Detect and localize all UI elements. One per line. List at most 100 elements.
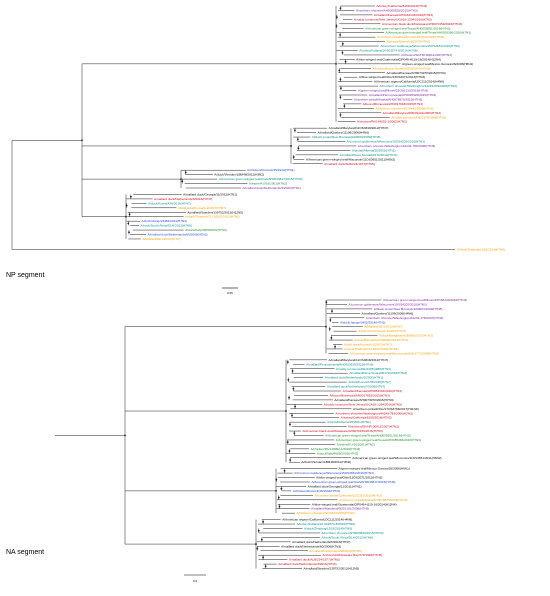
leaf-label: A/pintail/Alberta/18/2007(H7N3) (386, 40, 430, 44)
leaf-label: A/duck/Italy/4669/2003(H7N3) (317, 451, 358, 455)
tree-node (339, 7, 342, 10)
np-segment-title: NP segment (6, 272, 44, 279)
leaf-label: A/mallard duck/ALB/224/1977(H7N5) (324, 162, 375, 166)
leaf-label: A/mallard duck/ALB/224/1977(H7N5) (289, 558, 340, 562)
leaf-label: A/turkey/California/6199/2016(H7N3) (341, 416, 392, 420)
leaf-label: A/duck/Vietnam/LBM48/2011(H3N2) (301, 460, 351, 464)
leaf-label: A/Mallard/SE/1/2013(H7N7) (364, 325, 402, 329)
tree-node (291, 370, 294, 372)
tree-node (125, 215, 127, 218)
leaf-label: A/mallard/Kansas/AH0073070/2015(H7N3) (334, 398, 393, 402)
tree-node (280, 487, 283, 490)
leaf-label: A/mallard/Maryland/11OS3818/2012(H7N7) (329, 126, 389, 130)
leaf-label: A/mallard/Kansas/AH0073070/2015(H7N3) (386, 71, 445, 75)
tree-node (124, 434, 126, 437)
tree-node (291, 414, 293, 417)
tree-node (286, 361, 289, 363)
tree-node (335, 62, 337, 65)
leaf-label: A/mallard duck/Netherlands/6/2016(H7N7) (154, 197, 212, 201)
leaf-label: A/mallard/Nova Scotia/00172/2010(H7N3) (340, 153, 398, 157)
leaf-label: A/duck/Bangladesh/38980/2015(H7N3) (354, 338, 408, 342)
leaf-label: A/American black duck/Delaware/AH0070159… (302, 429, 382, 433)
leaf-label: A/pintail/Alberta/25/2001(H7N1) (352, 148, 396, 152)
leaf-label: A/duck/Korea/A76/2016(H7N7) (148, 201, 191, 205)
tree-node (285, 410, 287, 412)
leaf-label: A/Mallard/SE/1/2013(H7N7) (142, 237, 180, 241)
leaf-label: A/wild duck/Korea/A-2/2007(H7N7) (358, 329, 406, 333)
tree-node (128, 231, 130, 234)
leaf-label: A/northern pintail/California/LDC251/201… (315, 493, 382, 497)
leaf-label: A/rook/South Africa/DLH/2012(H7N8) (322, 535, 373, 539)
leaf-label: A/American green-winged teal/Texas/AH005… (386, 31, 471, 35)
tree-node (294, 405, 296, 408)
tree-node (260, 538, 263, 541)
tree-node (81, 139, 83, 142)
leaf-label: A/American green-winged teal/Wisconsin/1… (352, 456, 441, 460)
leaf-label: A/Common Goldeneye/Wisconsin/15OS2651/20… (294, 471, 374, 475)
tree-node (341, 51, 344, 54)
leaf-label: A/northern shoveler/Washington/44249-783… (335, 411, 412, 415)
leaf-label: A/chicken/PA/149092-1/2002(H7N2) (357, 120, 407, 124)
tree-node (292, 387, 295, 390)
leaf-label: A/blue-winged teal/Guatemala/CIP049-H119… (312, 502, 397, 506)
tree-node (293, 432, 296, 435)
tree-node (339, 96, 342, 99)
tree-node (275, 478, 278, 481)
leaf-label: A/wild duck/Korea/A-2/2007(H7N7) (178, 206, 226, 210)
tree-node (184, 171, 187, 174)
tree-node (127, 222, 130, 225)
leaf-label: A/mallard/Kansas/AH0044134/2016(H7N3) (374, 13, 433, 17)
leaf-label: A/Northern shoveler/SC/6443/2009(H7N3) (296, 511, 354, 515)
leaf-label: A/mallard duck/Netherlands/2/2000(H7N1) (325, 376, 383, 380)
leaf-label: A/feces/Minnesota/AH0017818/2015(H7N3) (329, 393, 389, 397)
leaf-label: A/northern shoveler/Washington/44249-849… (380, 84, 457, 88)
leaf-label: A/mallard/Maryland/06OS101/2006(H7N3) (383, 111, 441, 115)
leaf-label: A/American wigeon/California/LDC111/2014… (374, 80, 444, 84)
tree-node (340, 87, 342, 90)
leaf-label: A/rook/South Africa/DLH/2012(H7N8) (141, 224, 192, 228)
leaf-label: A/northern shoveler/Washington/44249-178… (366, 316, 443, 320)
leaf-label: A/black scoter/New Brunswick/00003/2009(… (312, 135, 381, 139)
tree-node (275, 490, 277, 492)
leaf-label: A/American green-winged teal/Texas/AH005… (336, 438, 421, 442)
tree-node (330, 336, 333, 339)
leaf-label: A/chicken/Rostock/45/1934(H7N1) (247, 168, 294, 172)
leaf-label: A/turkey/California/6199/2016(H7N3) (376, 4, 427, 8)
leaf-label: A/duck/Jiangxi/3452/2014(H7N3) (340, 320, 385, 324)
leaf-label: A/American black duck/Delaware/AH0070159… (382, 22, 462, 26)
leaf-label: A/mallard/Maryland/06OS101/2006(H7N3) (311, 507, 369, 511)
leaf-label: A/swine/KU/16/2001(H7N2) (337, 442, 375, 446)
leaf-label: A/American green-winged teal/Utah/AH0043… (219, 177, 303, 181)
na-segment-title: NA segment (6, 549, 44, 556)
leaf-label: A/American green-winged teal/Wisconsin/1… (306, 157, 395, 161)
leaf-label: A/mallard/California/1299/2016(H7N5) (309, 549, 361, 553)
tree-node (341, 42, 344, 45)
tree-node (336, 16, 338, 19)
tree-node (338, 69, 341, 72)
leaf-label: A/mallard/Quebec/11106/2006(H4N6) (318, 131, 369, 135)
leaf-label: A/mallard/Maryland/11OS3818/2012(H7N7) (329, 358, 389, 362)
leaf-label: A/swine/KU/16/2001(H7N2) (249, 182, 287, 186)
tree-node (262, 556, 264, 559)
tree-node (288, 450, 291, 452)
tree-node (339, 114, 342, 116)
leaf-label: A/Common Goldeneye/Wisconsin/15OS2651/20… (380, 44, 460, 48)
leaf-label: A/mallard/Pennsylvania/AH0020920/2015(H7… (369, 93, 436, 97)
leaf-label: A/northern shoveler/Washington/44249-783… (358, 144, 435, 148)
leaf-label: A/mallard/Sweden/139752/2012(H12N5) (187, 210, 243, 214)
leaf-label: A/mallard duck/Georgia/11/2011(H7N1) (308, 484, 362, 488)
leaf-label: A/northern pintail/Ohio/17OS3766/2017(H1… (353, 407, 419, 411)
leaf-label: A/ruddy turnstone/New Jersey/UGA16-1294/… (354, 17, 432, 21)
leaf-label: A/turkey/Indiana/16-001574-8/2016(H7N8) (359, 49, 417, 53)
tree-node (288, 396, 290, 399)
na-scale-label: 0.5 (193, 579, 198, 583)
leaf-label: A/black scoter/New Brunswick/00003/2009(… (374, 307, 443, 311)
leaf-label: A/mallard duck/Netherlands/3/2016(H7N3) (278, 562, 336, 566)
tree-node (289, 459, 292, 461)
leaf-label: A/mallard duck/Netherlands/6/2016(H7N7) (292, 540, 350, 544)
leaf-label: A/mallard/Sweden/139752/2012(H12N5) (304, 567, 360, 571)
tree-node (181, 180, 184, 183)
leaf-label: A/common goldeneye/Wisconsin/10OS4202/20… (347, 140, 425, 144)
leaf-label: A/turkey/Indiana/16-001574-8/2016(H7N8) (297, 522, 355, 526)
